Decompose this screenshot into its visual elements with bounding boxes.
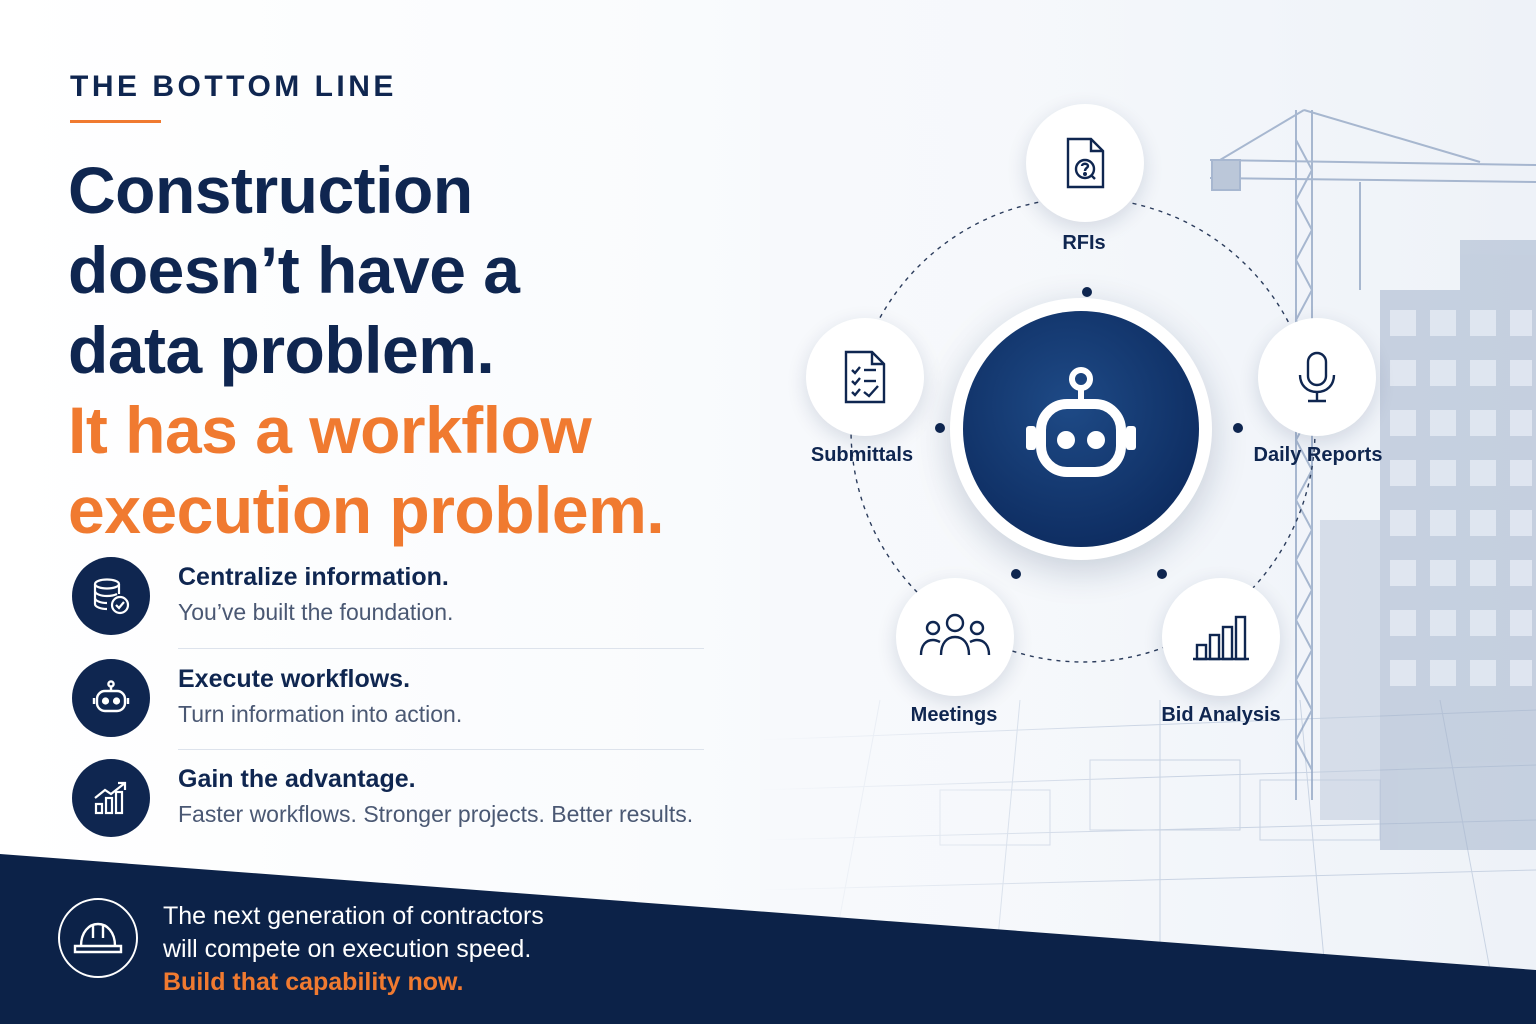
node-daily-reports[interactable] xyxy=(1258,318,1376,436)
feature-title: Execute workflows. xyxy=(178,665,411,693)
node-label-meetings: Meetings xyxy=(910,704,998,726)
headline-line-3: data problem. xyxy=(68,313,495,387)
feature-item-execute: Execute workflows. Turn information into… xyxy=(72,659,752,739)
node-bid-analysis[interactable] xyxy=(1162,578,1280,696)
connector-dot xyxy=(1082,287,1092,297)
checklist-icon xyxy=(844,350,886,404)
node-rfis[interactable] xyxy=(1026,104,1144,222)
feature-description: You’ve built the foundation. xyxy=(178,599,454,625)
growth-chart-icon xyxy=(72,759,150,837)
feature-item-advantage: Gain the advantage. Faster workflows. St… xyxy=(72,759,752,839)
headline-accent-line-1: It has a workflow xyxy=(68,393,592,467)
microphone-icon xyxy=(1298,351,1336,403)
banner-line-2: will compete on execution speed. xyxy=(163,935,532,963)
banner-line-1: The next generation of contractors xyxy=(163,902,544,930)
feature-title: Gain the advantage. xyxy=(178,765,416,793)
connector-dot xyxy=(1011,569,1021,579)
robot-icon xyxy=(1026,367,1136,477)
banner-message: The next generation of contractors will … xyxy=(163,900,544,999)
connector-dot xyxy=(935,423,945,433)
eyebrow-label: THE BOTTOM LINE xyxy=(70,70,397,103)
node-label-rfis: RFIs xyxy=(1062,232,1106,254)
feature-title: Centralize information. xyxy=(178,563,449,591)
node-label-bid-analysis: Bid Analysis xyxy=(1161,704,1281,726)
robot-icon xyxy=(72,659,150,737)
bar-chart-icon xyxy=(1193,615,1249,661)
hard-hat-icon xyxy=(58,898,138,978)
feature-divider xyxy=(178,648,704,649)
connector-dot xyxy=(1233,423,1243,433)
ai-hub xyxy=(950,298,1212,560)
node-submittals[interactable] xyxy=(806,318,924,436)
connector-dot xyxy=(1157,569,1167,579)
people-icon xyxy=(919,613,991,656)
headline-accent-line-2: execution problem. xyxy=(68,473,665,547)
feature-item-centralize: Centralize information. You’ve built the… xyxy=(72,557,752,637)
banner-call-to-action: Build that capability now. xyxy=(163,968,464,996)
node-label-daily-reports: Daily Reports xyxy=(1253,444,1383,466)
feature-description: Turn information into action. xyxy=(178,701,463,727)
feature-divider xyxy=(178,749,704,750)
headline-line-2: doesn’t have a xyxy=(68,233,520,307)
feature-description: Faster workflows. Stronger projects. Bet… xyxy=(178,801,694,827)
database-check-icon xyxy=(72,557,150,635)
node-meetings[interactable] xyxy=(896,578,1014,696)
ai-hub-core xyxy=(963,311,1199,547)
headline: Construction doesn’t have a data problem… xyxy=(68,150,768,550)
document-question-icon xyxy=(1066,137,1105,189)
eyebrow-underline xyxy=(70,120,161,123)
headline-line-1: Construction xyxy=(68,153,473,227)
node-label-submittals: Submittals xyxy=(810,444,914,466)
